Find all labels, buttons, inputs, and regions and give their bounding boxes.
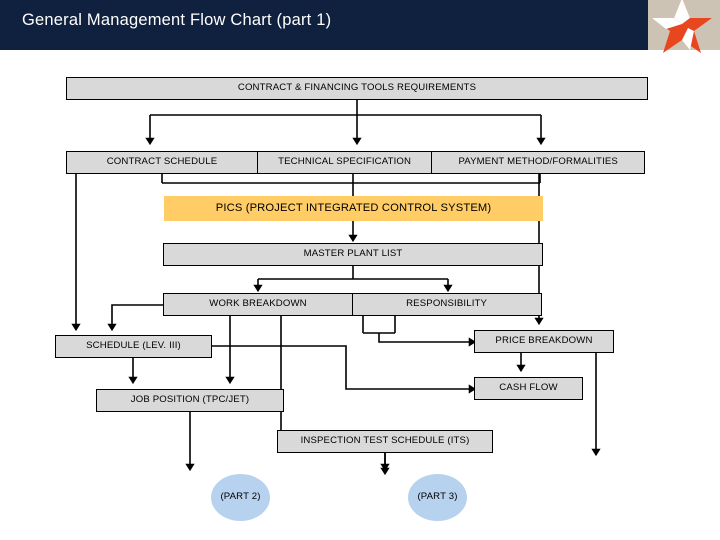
star-logo-icon — [652, 0, 712, 53]
node-cash-flow[interactable]: CASH FLOW — [474, 377, 583, 400]
node-part-2[interactable]: (PART 2) — [211, 474, 270, 521]
node-part-3[interactable]: (PART 3) — [408, 474, 467, 521]
row-contract-deliverables: CONTRACT SCHEDULE TECHNICAL SPECIFICATIO… — [66, 151, 648, 174]
flowchart-canvas: CONTRACT & FINANCING TOOLS REQUIREMENTS … — [0, 50, 720, 540]
edge-responsibility-to-price-breakdown — [378, 333, 477, 347]
page-title: General Management Flow Chart (part 1) — [22, 11, 332, 29]
edge-work-breakdown-to-schedule — [107, 304, 163, 332]
row-breakdown-responsibility: WORK BREAKDOWN RESPONSIBILITY — [163, 293, 543, 316]
node-job-position[interactable]: JOB POSITION (TPC/JET) — [96, 389, 284, 412]
node-contract-financing-requirements[interactable]: CONTRACT & FINANCING TOOLS REQUIREMENTS — [66, 77, 648, 100]
node-schedule-lev-3[interactable]: SCHEDULE (LEV. III) — [55, 335, 212, 358]
edge-schedule-to-cash-flow — [212, 345, 477, 394]
node-technical-specification[interactable]: TECHNICAL SPECIFICATION — [256, 151, 433, 174]
node-price-breakdown[interactable]: PRICE BREAKDOWN — [474, 330, 614, 353]
node-work-breakdown[interactable]: WORK BREAKDOWN — [163, 293, 353, 316]
node-payment-method-formalities[interactable]: PAYMENT METHOD/FORMALITIES — [431, 151, 646, 174]
node-contract-schedule[interactable]: CONTRACT SCHEDULE — [66, 151, 258, 174]
page-header: General Management Flow Chart (part 1) — [0, 0, 720, 53]
node-responsibility[interactable]: RESPONSIBILITY — [351, 293, 542, 316]
node-inspection-test-schedule[interactable]: INSPECTION TEST SCHEDULE (ITS) — [277, 430, 493, 453]
node-master-plant-list[interactable]: MASTER PLANT LIST — [163, 243, 543, 266]
node-pics[interactable]: PICS (PROJECT INTEGRATED CONTROL SYSTEM) — [164, 196, 543, 221]
